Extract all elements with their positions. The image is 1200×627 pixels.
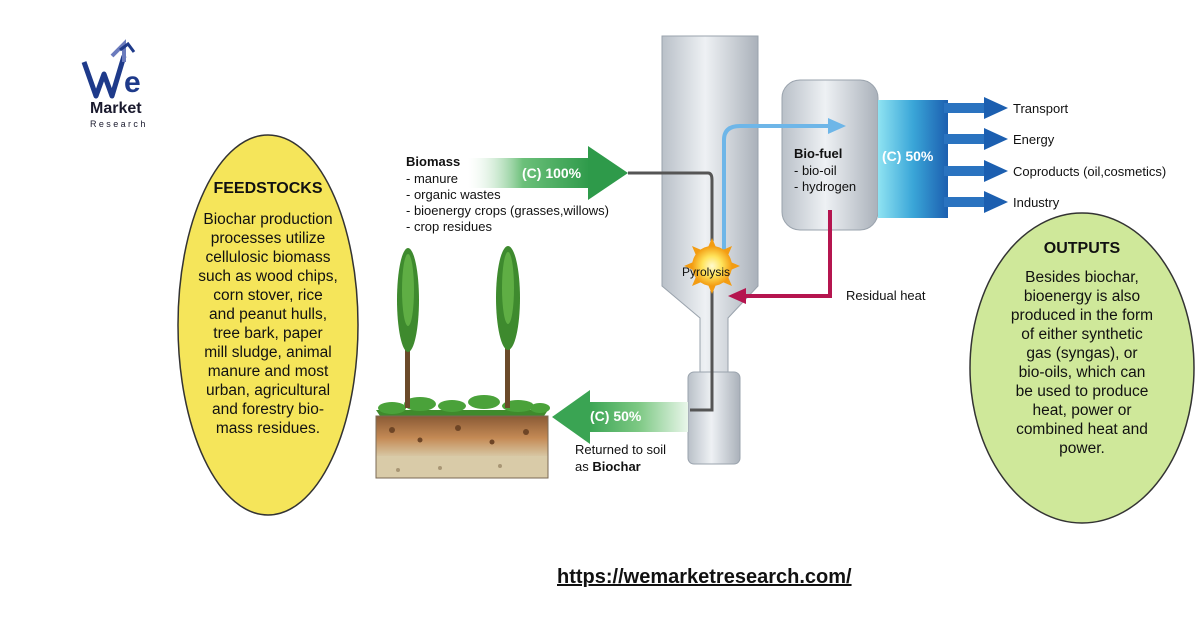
biomass-source-item: - bioenergy crops (grasses,willows)	[406, 203, 610, 218]
feedstocks-description: Biochar production processes utilize cellu…	[180, 210, 356, 438]
soil-icon	[375, 410, 549, 479]
arrow-icon	[828, 118, 846, 134]
vapor-pipe	[722, 124, 830, 258]
pyrolysis-label: Pyrolysis	[682, 265, 731, 279]
outputs-line: be used to produce	[1015, 383, 1149, 400]
feedstocks-line: mill sludge, animal	[204, 344, 332, 361]
feedstocks-title: FEEDSTOCKS	[213, 180, 323, 197]
tree-icon	[496, 246, 520, 408]
website-link[interactable]: https://wemarketresearch.com/	[557, 566, 852, 588]
reactor-column	[661, 35, 759, 373]
output-energy: Energy	[1013, 132, 1055, 147]
biochar-return-line2: as Biochar	[575, 459, 641, 475]
outputs-title: OUTPUTS	[1043, 240, 1121, 257]
biofuel-products-list: - bio-oil- hydrogen	[794, 163, 856, 195]
biomass-source-item: - organic wastes	[406, 187, 501, 202]
feedstocks-line: and forestry bio-	[212, 401, 324, 418]
arrow-icon	[984, 97, 1008, 119]
output-coproducts: Coproducts (oil,cosmetics)	[1013, 164, 1167, 179]
outputs-line: of either synthetic	[1021, 326, 1143, 343]
biochar-carbon-label: (C) 50%	[590, 408, 642, 424]
feedstocks-line: manure and most	[207, 363, 329, 380]
output-arrow	[944, 103, 986, 113]
outputs-line: produced in the form	[1010, 307, 1154, 324]
feedstocks-line: urban, agricultural	[205, 382, 331, 399]
biofuel-product-item: - bio-oil	[794, 163, 837, 178]
output-arrows	[944, 97, 1008, 213]
arrow-icon	[984, 191, 1008, 213]
outputs-line: bioenergy is also	[1023, 288, 1141, 305]
biofuel-product-item: - hydrogen	[794, 179, 857, 194]
biochar-return-arrow	[552, 390, 688, 444]
output-block	[878, 100, 948, 218]
biofuel-carbon-label: (C) 50%	[882, 148, 934, 164]
feedstocks-line: cellulosic biomass	[205, 249, 331, 266]
feed-pipe	[628, 171, 714, 412]
biochar-return-line1: Returned to soil	[575, 442, 667, 457]
output-industry: Industry	[1013, 195, 1060, 210]
biomass-source-item: - manure	[406, 171, 459, 186]
output-arrow	[944, 166, 986, 176]
feedstocks-line: mass residues.	[215, 420, 321, 437]
feedstocks-oval	[177, 134, 359, 516]
outputs-line: heat, power or	[1032, 402, 1132, 419]
feedstocks-line: and peanut hulls,	[208, 306, 328, 323]
outputs-line: combined heat and	[1016, 421, 1148, 438]
arrow-icon	[984, 160, 1008, 182]
biochar-collector	[687, 371, 741, 465]
pyrolysis-burst-icon	[684, 238, 740, 294]
biomass-sources-list: - manure- organic wastes- bioenergy crop…	[406, 171, 609, 235]
biomass-source-item: - crop residues	[406, 219, 492, 234]
we-logo-icon: e	[81, 39, 141, 99]
feedstocks-line: such as wood chips,	[198, 268, 338, 285]
biomass-carbon-label: (C) 100%	[522, 165, 582, 181]
feedstocks-line: tree bark, paper	[213, 325, 323, 342]
biochar-return-prefix: as	[575, 459, 593, 474]
biofuel-title: Bio-fuel	[794, 146, 843, 161]
outputs-line: power.	[1059, 440, 1105, 457]
residual-heat-pipe	[744, 210, 832, 298]
output-arrow	[944, 197, 986, 207]
feedstocks-line: corn stover, rice	[213, 287, 323, 304]
outputs-line: bio-oils, which can	[1018, 364, 1146, 381]
residual-heat-label: Residual heat	[846, 288, 926, 303]
biochar-return-bold: Biochar	[592, 459, 641, 474]
arrow-icon	[728, 288, 746, 304]
feedstocks-line: processes utilize	[210, 230, 326, 247]
outputs-oval	[969, 212, 1195, 524]
output-arrow	[944, 134, 986, 144]
svg-text:e: e	[124, 66, 141, 99]
feedstocks-line: Biochar production	[203, 211, 333, 228]
biomass-input-arrow	[468, 146, 628, 200]
logo-market-text: Market	[90, 100, 142, 117]
biomass-title: Biomass	[406, 154, 461, 169]
outputs-line: gas (syngas), or	[1026, 345, 1138, 362]
outputs-description: Besides biochar, bioenergy is also produce…	[985, 268, 1179, 458]
logo-research-text: Research	[90, 119, 148, 129]
output-transport: Transport	[1013, 101, 1069, 116]
arrow-icon	[984, 128, 1008, 150]
tree-icon	[397, 248, 419, 408]
outputs-line: Besides biochar,	[1025, 269, 1139, 286]
